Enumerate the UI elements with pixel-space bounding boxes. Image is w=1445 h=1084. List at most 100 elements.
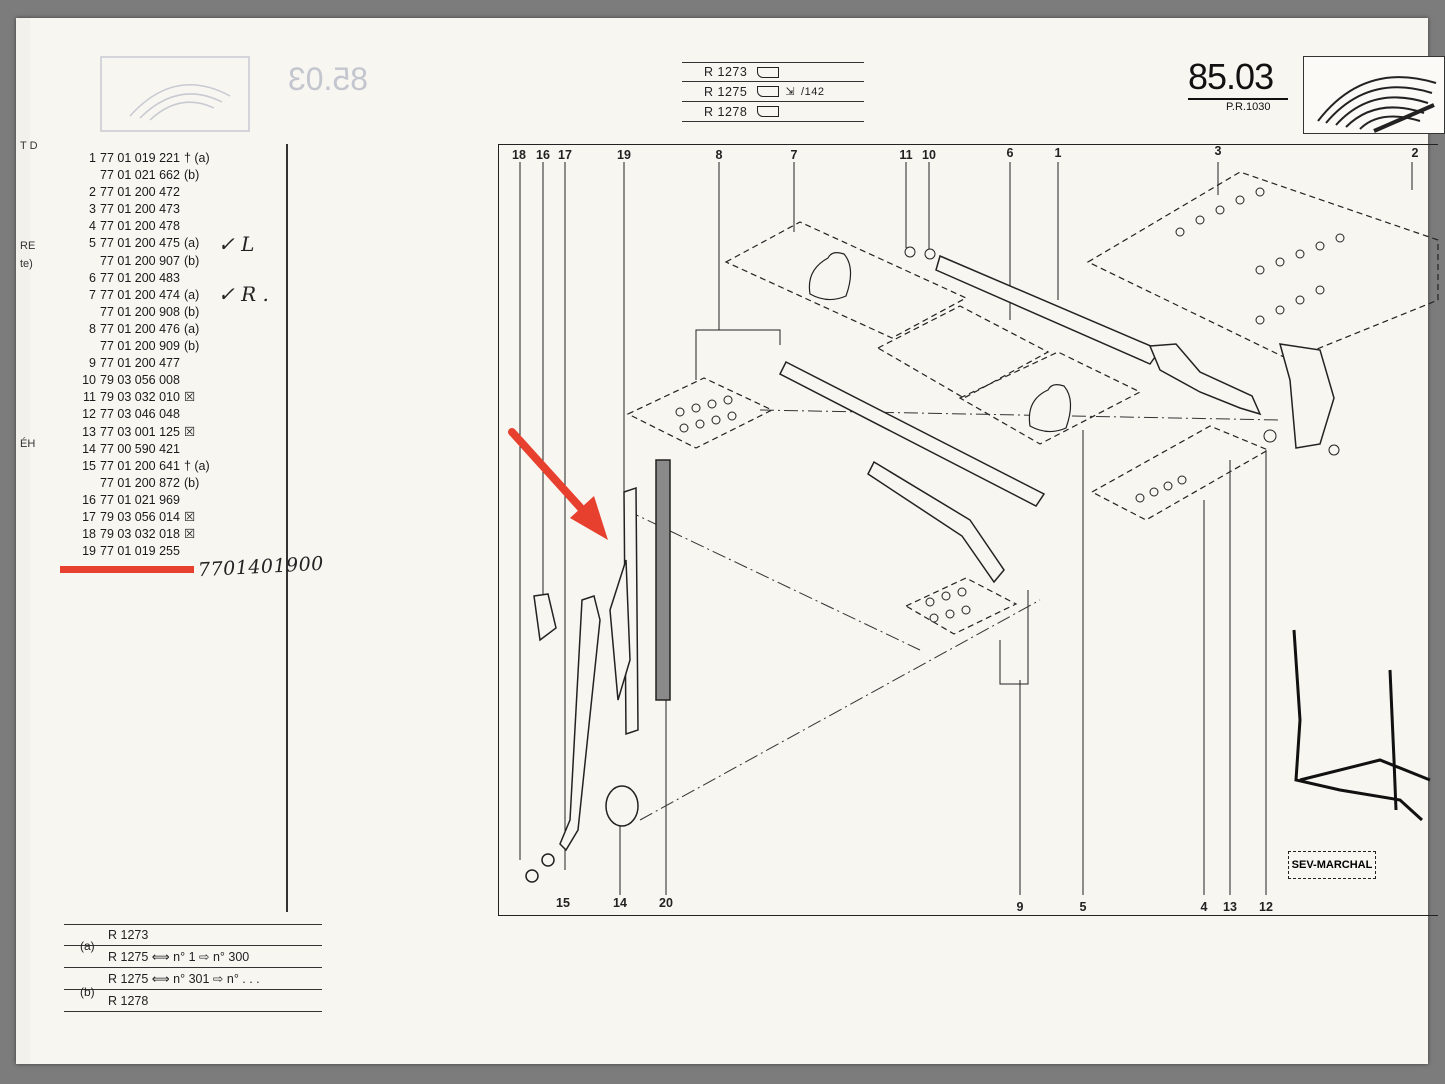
part-reference: 77 01 021 969 [100,492,180,507]
item-number: 10 [82,373,96,388]
part-reference: 77 01 200 474 [100,287,180,302]
red-arrow-annotation [508,428,608,540]
parts-list-row: 77 01 200 909(b) [76,338,296,355]
callout-label: 15 [556,896,570,910]
column-divider [286,144,288,912]
parts-list-row: 77 01 200 907(b) [76,253,296,270]
part-variant-note: (b) [183,475,200,490]
callout-label: 2 [1411,146,1419,160]
item-number: 4 [89,219,96,234]
legend-group-a: (a) [80,939,95,953]
part-reference: 77 01 200 908 [100,304,180,319]
callout-label: 17 [558,148,572,162]
handwritten-mark-left: ✓ L [218,232,255,256]
model-row: R 1273 [682,62,864,82]
catalog-page [30,18,1428,1064]
parts-list-row: 4 77 01 200 478 [76,218,296,235]
edge-fragment: te) [20,258,33,270]
legend-text: R 1278 [108,993,149,1008]
callout-label: 18 [512,148,526,162]
part-variant-note: ☒ [183,424,196,439]
item-number: 3 [89,202,96,217]
part-reference: 77 00 590 421 [100,441,180,456]
part-variant-note: (a) [183,236,200,251]
part-variant-note: (a) [183,321,200,336]
item-number: 9 [89,356,96,371]
item-number: 11 [83,390,96,405]
wiper-section-logo [1303,56,1445,134]
part-reference: 77 01 200 472 [100,185,180,200]
item-number: 7 [89,287,96,302]
parts-list-row: 2 77 01 200 472 [76,184,296,201]
part-reference: 77 01 021 662 [100,168,180,183]
callout-label: 5 [1079,900,1087,914]
parts-list-row: 10 79 03 056 008 [76,372,296,389]
callout-label: 3 [1214,144,1222,158]
callout-label: 6 [1006,146,1014,160]
callout-label: 12 [1259,900,1273,914]
part-variant-note: (b) [183,253,200,268]
parts-list-row: 77 01 021 662(b) [76,167,296,184]
callout-label: 10 [922,148,936,162]
part-reference: 79 03 056 008 [100,373,180,388]
part-reference: 77 01 200 478 [100,219,180,234]
part-variant-note: ☒ [183,390,196,405]
part-reference: 79 03 056 014 [100,509,180,524]
item-number: 1 [89,151,96,165]
item-number: 12 [82,407,96,422]
page-reference: P.R.1030 [1226,101,1271,113]
part-reference: 77 01 200 909 [100,339,180,354]
part-reference: 77 01 019 221 [100,151,180,165]
legend-text: R 1275 ⟺ n° 1 ⇨ n° 300 [108,950,250,964]
legend-row: R 1273 [64,924,322,946]
red-highlight-bar [60,566,194,573]
callout-label: 20 [659,896,673,910]
parts-list-row: 77 01 200 908(b) [76,304,296,321]
model-table: R 1273 R 1275 ⇲ /142 R 1278 [682,62,864,122]
part-variant-note: (b) [183,339,200,354]
part-reference: 77 01 200 483 [100,270,180,285]
bleed-through-logo [100,56,250,132]
item-number: 15 [82,458,96,473]
part-reference: 77 01 200 641 [100,458,180,473]
part-reference: 77 01 200 476 [100,321,180,336]
callout-label: 1 [1054,146,1062,160]
parts-list-row: 7 77 01 200 474(a) [76,287,296,304]
item-number: 16 [82,492,96,507]
item-number: 2 [89,185,96,200]
model-row: R 1278 [682,102,864,122]
exploded-diagram-frame [498,144,1438,916]
callout-label: 16 [536,148,550,162]
page-number-underline [1188,98,1288,100]
model-extra: /142 [801,85,825,98]
item-number: 18 [82,527,96,542]
part-reference: 77 01 200 475 [100,236,180,251]
part-reference: 77 01 200 907 [100,253,180,268]
handwritten-mark-right: ✓ R . [218,282,269,306]
door-icon [757,66,780,78]
callout-label: 13 [1223,900,1237,914]
callout-label: 4 [1200,900,1208,914]
angle-icon: ⇲ [785,86,796,98]
part-reference: 77 01 019 255 [100,544,180,559]
callout-label: 8 [715,148,723,162]
callout-label: 11 [899,148,913,162]
edge-fragment: T D [20,140,38,152]
legend-group-b: (b) [80,985,95,999]
part-variant-note: (a) [183,287,200,302]
part-reference: 79 03 032 018 [100,527,180,542]
part-variant-note: † (a) [183,458,210,473]
legend-text: R 1273 [108,928,149,942]
part-reference: 77 03 046 048 [100,407,180,422]
callout-label: 7 [790,148,798,162]
windscreen-wiper-icon [1317,76,1437,133]
brand-label: SEV-MARCHAL [1288,851,1376,879]
